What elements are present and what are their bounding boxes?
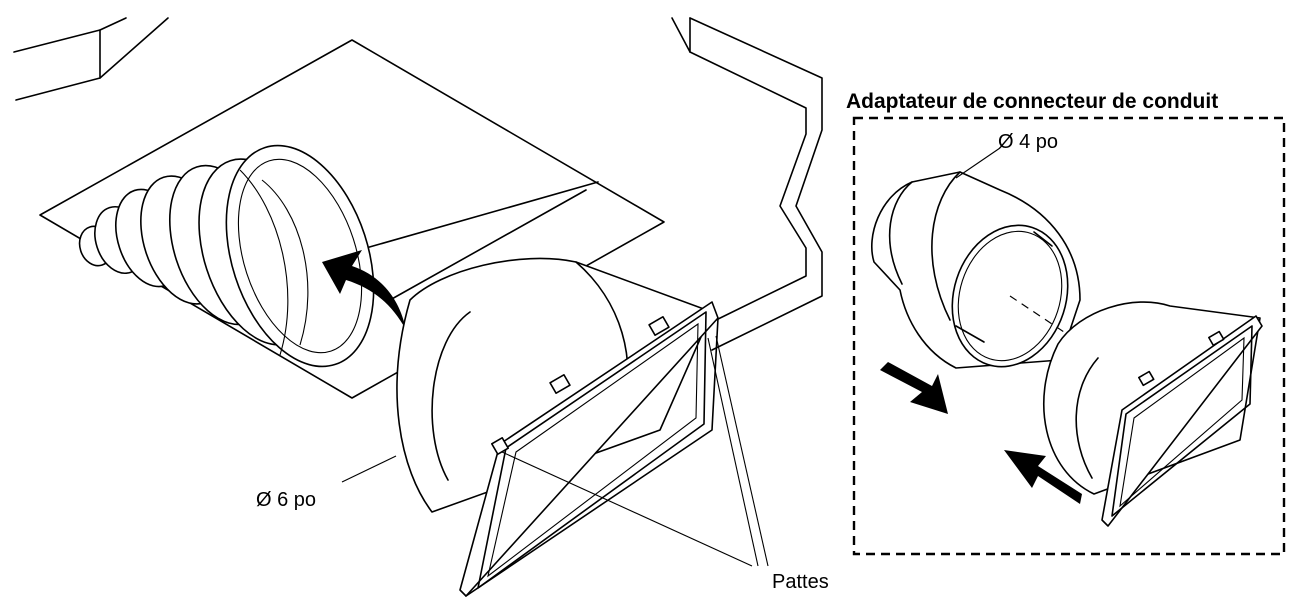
cabinet-edge-left [13,17,169,101]
flexible-hose [78,144,375,368]
adapter-inset-box [852,116,1286,556]
small-diameter-label: Ø 4 po [998,131,1058,153]
main-connector [396,257,719,597]
inset-connector [1042,301,1263,527]
inset-title: Adaptateur de connecteur de conduit [846,90,1218,113]
cabinet-edge-right [671,17,823,351]
arrow-down-right-icon [880,362,948,414]
large-diameter-leader [341,455,397,483]
large-diameter-label: Ø 6 po [256,489,316,511]
duct-adapter [870,171,1081,369]
small-diameter-leader [955,147,1001,179]
frame-tabs [491,316,670,455]
tabs-leader-lines [501,335,769,567]
rotate-arrow-icon [322,250,406,330]
tabs-label: Pattes [772,571,829,593]
arrow-up-left-icon [1004,450,1082,504]
